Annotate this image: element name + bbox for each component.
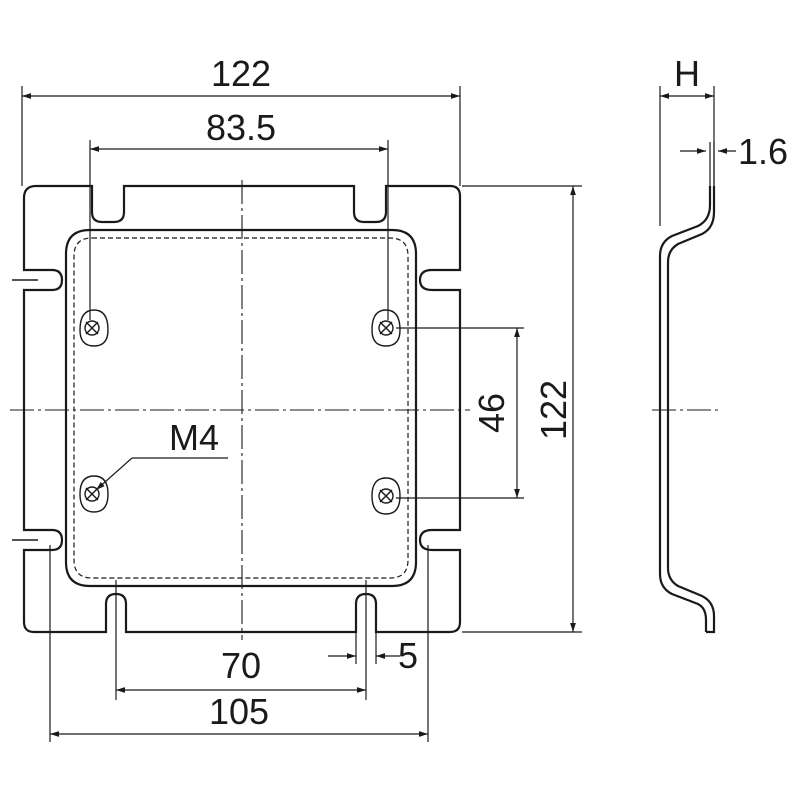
- side-profile-outer: [658, 186, 712, 632]
- plate-outline: [22, 184, 462, 634]
- screw-hole-top-left: [84, 320, 100, 336]
- dim-height-overall-label: 122: [533, 380, 574, 440]
- dim-height-h: H: [659, 53, 715, 226]
- screw-hole-bottom-right: [378, 488, 394, 504]
- dim-slot-spacing-outer-label: 105: [209, 691, 269, 732]
- hole-boss-bottom-right: [371, 477, 401, 515]
- hole-callout: M4: [95, 417, 228, 491]
- hole-boss-bottom-left: [79, 475, 109, 513]
- dim-slot-width-label: 5: [398, 635, 418, 676]
- dim-slot-spacing-inner-label: 70: [221, 645, 261, 686]
- side-profile-inner: [666, 186, 716, 634]
- dim-height-h-label: H: [674, 53, 700, 94]
- dim-width-inner: 83.5: [89, 107, 389, 320]
- inner-rim-outer: [64, 228, 418, 588]
- screw-hole-top-right: [378, 320, 394, 336]
- hole-callout-label: M4: [169, 417, 219, 458]
- side-view: H 1.6: [652, 53, 788, 634]
- dim-height-overall: 122: [462, 185, 582, 633]
- front-view: 122 83.5 122 46 M4: [10, 53, 582, 742]
- inner-rim-dashed: [73, 237, 409, 579]
- dim-slot-width: 5: [328, 632, 418, 676]
- dim-hole-spacing: 46: [396, 327, 524, 499]
- dim-thickness-label: 1.6: [738, 131, 788, 172]
- dim-slot-spacing-outer: 105: [49, 545, 429, 742]
- hole-boss-top-left: [79, 309, 109, 347]
- dim-width-overall-label: 122: [211, 53, 271, 94]
- hole-boss-top-right: [371, 309, 401, 347]
- dim-width-inner-label: 83.5: [206, 107, 276, 148]
- dim-hole-spacing-label: 46: [471, 393, 512, 433]
- dim-slot-spacing-inner: 70: [115, 580, 367, 700]
- dim-width-overall: 122: [21, 53, 461, 186]
- dim-thickness: 1.6: [680, 131, 788, 186]
